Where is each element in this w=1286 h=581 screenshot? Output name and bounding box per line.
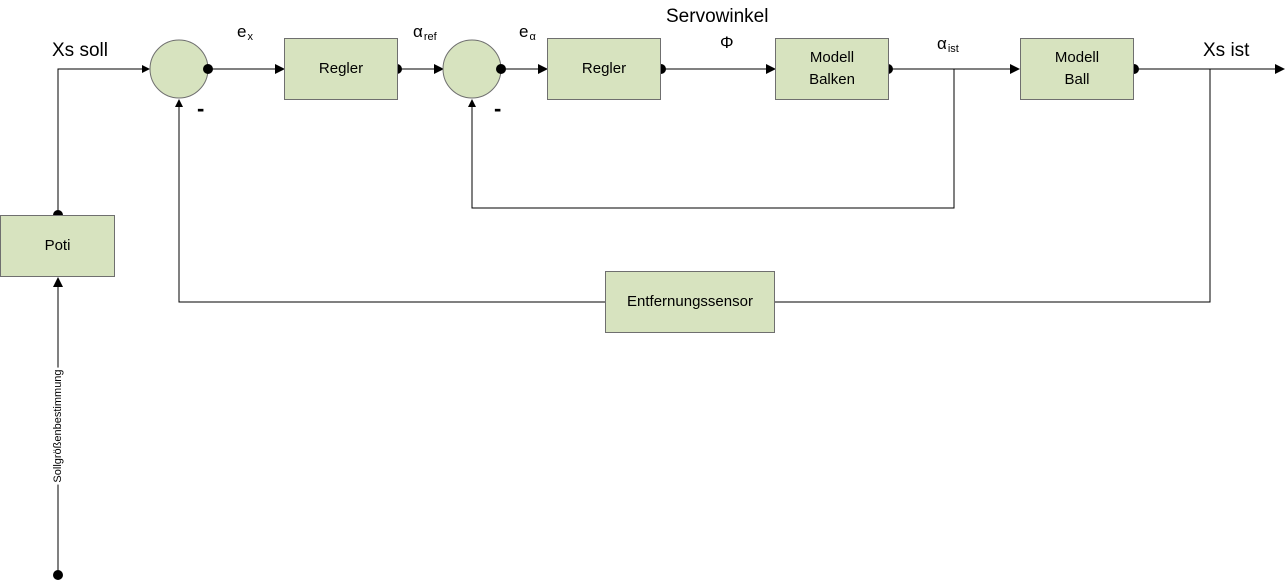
label-alpha-ist: αist bbox=[937, 34, 959, 55]
label-e-x: ex bbox=[237, 22, 253, 43]
label-e-alpha: eα bbox=[519, 22, 536, 43]
wire-inner-feedback bbox=[468, 69, 955, 209]
label-alpha-ist-sub: ist bbox=[947, 43, 959, 55]
wire-xs-soll bbox=[57, 65, 150, 215]
label-sollgroessenbestimmung: Sollgrößenbestimmung bbox=[52, 367, 64, 485]
label-servowinkel: Servowinkel bbox=[666, 6, 769, 27]
label-alpha-ref-base: α bbox=[413, 22, 423, 41]
modell-ball-line2: Ball bbox=[1064, 71, 1090, 88]
modell-ball-line1: Modell bbox=[1054, 49, 1100, 66]
poti-label: Poti bbox=[44, 237, 71, 254]
modell-balken-line1: Modell bbox=[809, 49, 855, 66]
regler-alpha-block: Regler bbox=[547, 38, 661, 100]
regler-alpha-label: Regler bbox=[581, 60, 627, 77]
label-alpha-ref-sub: ref bbox=[423, 31, 437, 43]
label-e-alpha-base: e bbox=[519, 22, 529, 41]
modell-ball-block: Modell Ball bbox=[1020, 38, 1134, 100]
wire-outer-feedback-a bbox=[775, 69, 1211, 303]
dot-sum2-out bbox=[496, 64, 506, 74]
poti-block: Poti bbox=[0, 215, 115, 277]
label-alpha-ref: αref bbox=[413, 22, 437, 43]
label-xs-soll: Xs soll bbox=[52, 40, 108, 61]
minus-sign-x: - bbox=[197, 96, 205, 121]
modell-balken-block: Modell Balken bbox=[775, 38, 889, 100]
summing-junction-x bbox=[149, 39, 209, 99]
regler-x-block: Regler bbox=[284, 38, 398, 100]
label-phi: Φ bbox=[720, 33, 734, 52]
label-alpha-ist-base: α bbox=[937, 34, 947, 53]
minus-sign-alpha: - bbox=[494, 96, 502, 121]
summing-junction-alpha bbox=[442, 39, 502, 99]
label-e-x-sub: x bbox=[247, 31, 253, 43]
entfernungssensor-label: Entfernungssensor bbox=[627, 293, 753, 310]
entfernungssensor-block: Entfernungssensor bbox=[605, 271, 775, 333]
wire-outer-feedback-b bbox=[175, 99, 605, 303]
label-xs-ist: Xs ist bbox=[1203, 40, 1250, 61]
label-e-alpha-sub: α bbox=[529, 31, 536, 43]
dot-source bbox=[53, 570, 63, 580]
modell-balken-line2: Balken bbox=[809, 71, 855, 88]
dot-sum1-out bbox=[203, 64, 213, 74]
label-e-x-base: e bbox=[237, 22, 247, 41]
regler-x-label: Regler bbox=[318, 60, 364, 77]
